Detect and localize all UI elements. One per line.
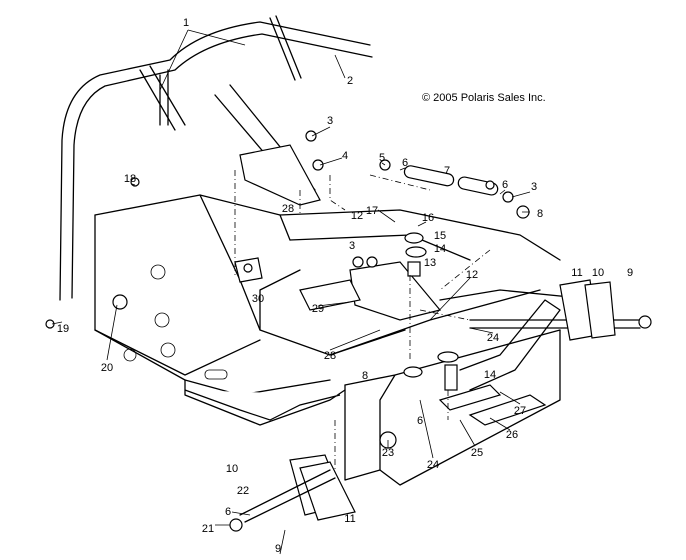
callout: 8	[362, 370, 368, 382]
callout: 27	[514, 405, 526, 417]
callout: 2	[347, 75, 353, 87]
callout: 6	[417, 415, 423, 427]
callout-labels: 1 2 3 4 5 6 7 6 3 8 18 17 16 15 14 13 3 …	[57, 17, 633, 555]
callout: 26	[506, 429, 518, 441]
callout: 11	[571, 267, 582, 279]
copyright-text: © 2005 Polaris Sales Inc.	[422, 92, 546, 104]
callout: 6	[502, 179, 508, 191]
callout: 23	[382, 447, 394, 459]
callout: 12	[351, 210, 363, 222]
callout: 14	[434, 243, 446, 255]
callout: 10	[226, 463, 238, 475]
callout: 25	[471, 447, 483, 459]
callout: 3	[349, 240, 355, 252]
callout: 3	[531, 181, 537, 193]
callout: 8	[537, 208, 543, 220]
callout: 15	[434, 230, 446, 242]
callout: 7	[444, 165, 450, 177]
callout: 6	[225, 506, 231, 518]
callout: 28	[324, 350, 336, 362]
callout: 29	[312, 303, 324, 315]
callout: 9	[627, 267, 633, 279]
callout: 10	[592, 267, 604, 279]
callout: 28	[282, 203, 294, 215]
callout: 1	[183, 17, 189, 29]
callout: 5	[379, 152, 385, 164]
callout: 24	[487, 332, 499, 344]
callout: 6	[402, 157, 408, 169]
callout: 4	[342, 150, 348, 162]
callout: 24	[427, 459, 439, 471]
line-art	[45, 15, 652, 555]
callout: 20	[101, 362, 113, 374]
callout: 16	[422, 212, 434, 224]
callout: 9	[275, 543, 281, 555]
callout: 3	[327, 115, 333, 127]
callout: 22	[237, 485, 249, 497]
callout: 17	[366, 205, 378, 217]
callout: 13	[424, 257, 436, 269]
callout: 21	[202, 523, 214, 535]
callout: 19	[57, 323, 69, 335]
callout: 12	[466, 269, 478, 281]
callout: 11	[344, 513, 355, 525]
callout: 30	[252, 293, 264, 305]
callout: 18	[124, 173, 136, 185]
callout: 14	[484, 369, 496, 381]
